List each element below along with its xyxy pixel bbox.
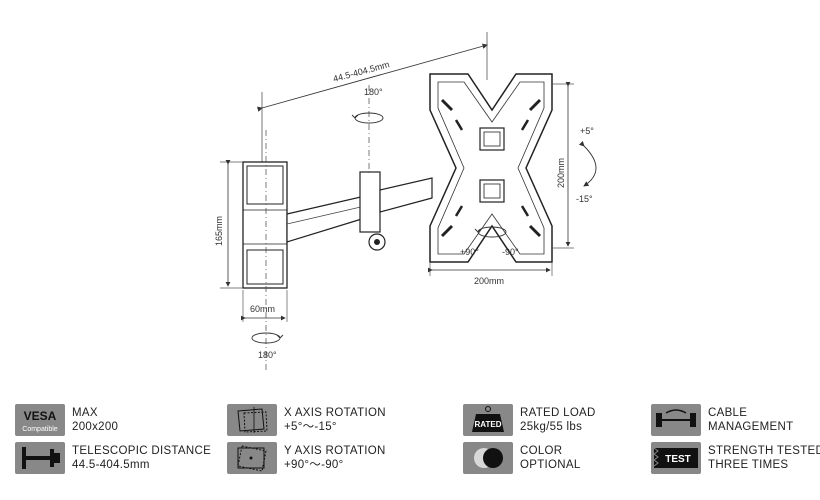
feature-y-axis: Y AXIS ROTATION +90°～-90°	[226, 440, 386, 476]
vesa-text: MAX 200x200	[72, 406, 118, 434]
color-line1: COLOR	[520, 445, 563, 457]
feature-vesa: VESA Compatible MAX 200x200	[14, 402, 118, 438]
cable-clip-icon	[651, 404, 701, 436]
bottom-swivel-label: 180°	[258, 350, 277, 360]
arm-assembly	[286, 171, 433, 251]
cable-line2: MANAGEMENT	[708, 421, 794, 433]
bottom-width-dimension: 200mm	[428, 262, 553, 286]
rated-text: RATED LOAD 25kg/55 lbs	[520, 406, 596, 434]
feature-strength: TEST STRENGTH TESTED THREE TIMES	[650, 440, 820, 476]
vesa-badge-sub: Compatible	[22, 426, 58, 433]
vesa-badge-icon: VESA Compatible	[15, 404, 65, 436]
color-text: COLOR OPTIONAL	[520, 444, 581, 472]
tilt-indicator: +5° -15°	[576, 126, 597, 204]
test-badge-text: TEST	[665, 454, 691, 465]
mount-diagram: 44.5-404.5mm 180° 165mm 60mm	[214, 32, 597, 370]
bracket-rotation-indicator: +90° -90°	[460, 226, 519, 257]
rotate-right-label: -90°	[502, 247, 519, 257]
left-height-dimension: 165mm	[214, 160, 243, 289]
feature-telescopic: TELESCOPIC DISTANCE 44.5-404.5mm	[14, 440, 211, 476]
top-swivel-label: 180°	[364, 87, 383, 97]
color-swatch-icon	[463, 442, 513, 474]
feature-list: VESA Compatible MAX 200x200 TELESCOPIC D…	[0, 400, 820, 500]
rated-line2: 25kg/55 lbs	[520, 421, 583, 433]
y-axis-rotation-icon	[227, 442, 277, 474]
test-badge-icon: TEST	[651, 442, 701, 474]
telescopic-text: TELESCOPIC DISTANCE 44.5-404.5mm	[72, 444, 211, 472]
vesa-line2: 200x200	[72, 421, 119, 433]
x-axis-rotation-icon	[227, 404, 277, 436]
plate-width-dimension: 60mm	[241, 290, 288, 322]
feature-color: COLOR OPTIONAL	[462, 440, 581, 476]
x-axis-line2: +5°～-15°	[284, 421, 337, 433]
telescopic-line2: 44.5-404.5mm	[72, 459, 150, 471]
bottom-swivel-indicator: 180°	[251, 332, 284, 360]
strength-line1: STRENGTH TESTED	[708, 445, 820, 457]
right-height-dimension: 200mm	[552, 82, 574, 249]
vesa-badge-main: VESA	[24, 409, 57, 423]
x-axis-text: X AXIS ROTATION +5°～-15°	[284, 406, 386, 434]
plate-width-label: 60mm	[250, 304, 275, 314]
rotate-left-label: +90°	[460, 247, 479, 257]
telescopic-icon	[15, 442, 65, 474]
y-axis-line1: Y AXIS ROTATION	[284, 445, 386, 457]
feature-x-axis: X AXIS ROTATION +5°～-15°	[226, 402, 386, 438]
rated-line1: RATED LOAD	[520, 407, 596, 419]
y-axis-line2: +90°～-90°	[284, 459, 344, 471]
x-axis-line1: X AXIS ROTATION	[284, 407, 386, 419]
rated-badge-text: RATED	[475, 420, 502, 429]
strength-line2: THREE TIMES	[708, 459, 789, 471]
wall-plate	[242, 161, 288, 289]
vesa-bracket	[429, 73, 553, 263]
feature-cable: CABLE MANAGEMENT	[650, 402, 793, 438]
rated-load-icon: RATED	[463, 404, 513, 436]
bottom-width-label: 200mm	[474, 276, 504, 286]
left-height-label: 165mm	[214, 216, 224, 246]
strength-text: STRENGTH TESTED THREE TIMES	[708, 444, 820, 472]
telescopic-line1: TELESCOPIC DISTANCE	[72, 445, 212, 457]
right-height-label: 200mm	[556, 158, 566, 188]
tilt-down-label: -15°	[576, 194, 593, 204]
top-swivel-indicator: 180°	[351, 87, 384, 124]
feature-rated: RATED RATED LOAD 25kg/55 lbs	[462, 402, 596, 438]
cable-text: CABLE MANAGEMENT	[708, 406, 793, 434]
vesa-line1: MAX	[72, 407, 98, 419]
color-line2: OPTIONAL	[520, 459, 581, 471]
cable-line1: CABLE	[708, 407, 748, 419]
tilt-up-label: +5°	[580, 126, 594, 136]
y-axis-text: Y AXIS ROTATION +90°～-90°	[284, 444, 386, 472]
